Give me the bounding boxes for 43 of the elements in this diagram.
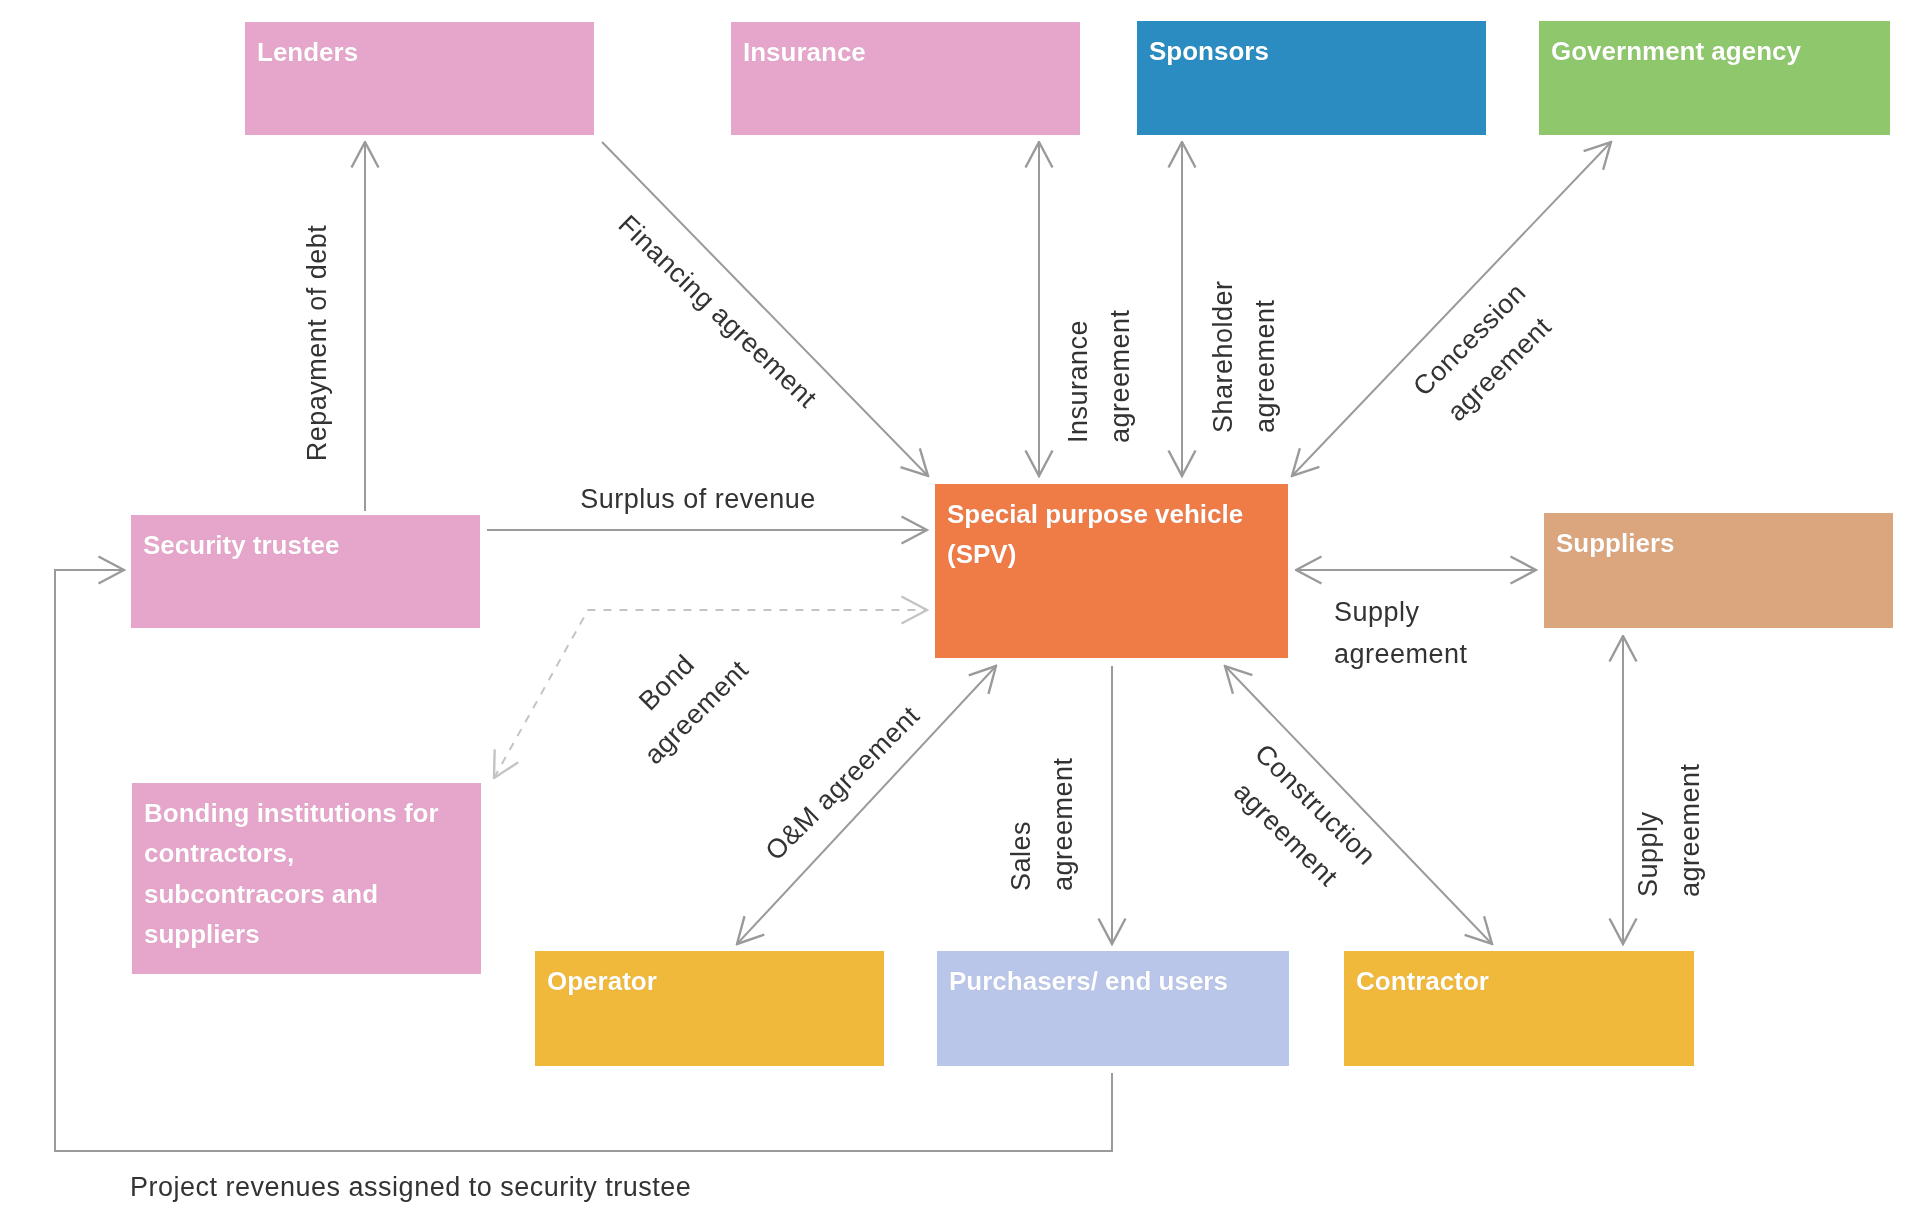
arrow [1294,555,1538,585]
party-name: Government agency [1551,35,1802,68]
party-name: Bonding institutions for contractors, subcontracors and suppliers [144,797,440,951]
arrow [1024,140,1054,478]
arrow [350,140,380,512]
arrow [54,555,1113,1152]
party-box [245,22,594,135]
edge-label: Supply agreement [1632,762,1706,897]
arrow [1223,664,1494,946]
party-name: Security trustee [143,529,341,562]
party-box [535,951,884,1066]
edge-label: Shareholder agreement [1207,279,1281,433]
edge-label: Insurance agreement [1062,308,1136,443]
arrow [735,664,998,946]
party-box [1137,21,1486,135]
party-box [132,783,481,974]
edge-label: Sales agreement [1005,756,1079,891]
party-box [1344,951,1694,1066]
edge-label: Supply agreement [1334,596,1469,671]
arrow [492,595,929,780]
party-box [1544,513,1893,628]
edge-label: Repayment of debt [301,223,334,464]
party-name: Lenders [257,36,360,69]
party-box [1539,21,1890,135]
arrow [1097,665,1127,946]
party-name: Purchasers/ end users [949,965,1229,998]
party-box [935,484,1288,658]
arrow [601,141,930,478]
party-name: Contractor [1356,965,1490,998]
party-box [131,515,480,628]
party-box [937,951,1289,1066]
arrow [486,515,929,545]
party-name: Operator [547,965,658,998]
arrow [1608,634,1638,946]
party-name: Insurance [743,36,867,69]
party-name: Suppliers [1556,527,1676,560]
arrow [1167,140,1197,478]
arrow [1290,140,1613,478]
edge-label: Surplus of revenue [579,483,817,517]
party-box [731,22,1080,135]
party-name: Special purpose vehicle (SPV) [947,498,1245,572]
edge-label: Project revenues assigned to security trustee [130,1171,693,1205]
party-name: Sponsors [1149,35,1270,68]
